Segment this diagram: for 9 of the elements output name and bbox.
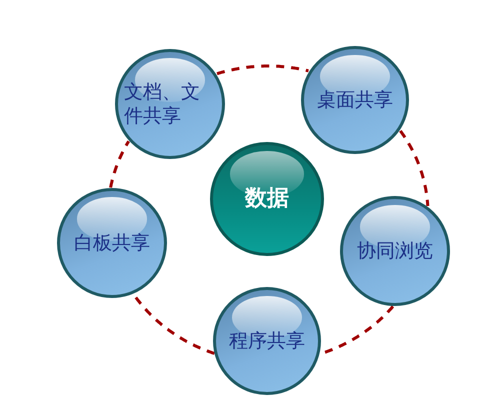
sphere-label: 数据 — [245, 187, 289, 211]
dashed-ring-arc — [399, 130, 430, 206]
sphere-label: 桌面共享 — [317, 88, 393, 112]
sphere-label: 白板共享 — [74, 231, 150, 255]
sphere-label: 文档、文件共享 — [124, 80, 201, 128]
sphere-label: 协同浏览 — [357, 239, 433, 263]
dashed-ring-arc — [109, 140, 130, 188]
sphere-label: 程序共享 — [229, 329, 305, 353]
dashed-ring-arc — [216, 64, 309, 76]
